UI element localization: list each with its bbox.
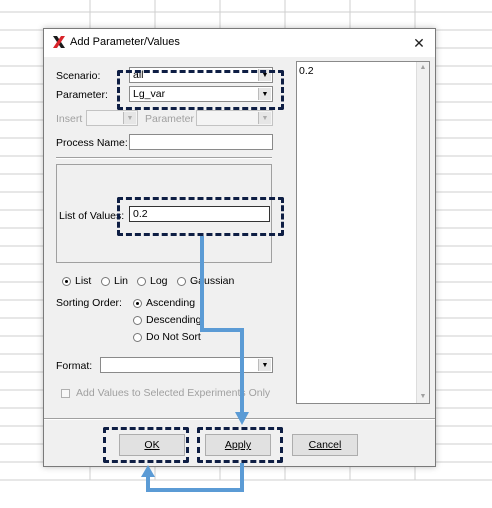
chevron-down-icon: ▼	[123, 112, 136, 124]
list-of-values-input[interactable]: 0.2	[129, 206, 270, 222]
arrow-to-ok	[146, 463, 244, 492]
radio-descending[interactable]	[133, 316, 142, 325]
radio-lin[interactable]	[101, 277, 110, 286]
list-item[interactable]: 0.2	[299, 65, 314, 77]
scenario-label: Scenario:	[56, 70, 101, 82]
chevron-down-icon: ▼	[258, 359, 271, 371]
scenario-dropdown[interactable]: all ▼	[129, 67, 273, 83]
add-parameter-dialog: Add Parameter/Values ✕ Scenario: all ▼ P…	[43, 28, 436, 467]
cancel-button[interactable]: Cancel	[292, 434, 358, 456]
add-values-checkbox-label: Add Values to Selected Experiments Only	[76, 387, 271, 399]
format-dropdown[interactable]: ▼	[100, 357, 273, 373]
insert-parameter-label: Parameter	[145, 113, 195, 125]
parameter-dropdown[interactable]: Lg_var ▼	[129, 86, 273, 102]
list-of-values-label: List of Values:	[59, 210, 125, 222]
insert-dropdown: ▼	[86, 110, 138, 126]
radio-log[interactable]	[137, 277, 146, 286]
ok-button[interactable]: OK	[119, 434, 185, 456]
values-listbox[interactable]: 0.2 ▲ ▼	[296, 61, 430, 404]
separator	[56, 157, 272, 159]
close-button[interactable]: ✕	[409, 33, 429, 53]
radio-lin-label: Lin	[114, 275, 129, 287]
radio-gaussian-label: Gaussian	[190, 275, 235, 287]
parameter-label: Parameter:	[56, 89, 108, 101]
radio-list[interactable]	[62, 277, 71, 286]
button-separator	[44, 418, 435, 420]
scroll-down-icon[interactable]: ▼	[419, 393, 427, 400]
radio-do-not-sort-label: Do Not Sort	[146, 331, 201, 343]
radio-log-label: Log	[150, 275, 168, 287]
chevron-down-icon: ▼	[258, 69, 271, 81]
sorting-order-label: Sorting Order:	[56, 297, 122, 309]
x-logo-icon	[53, 36, 65, 48]
values-group	[56, 164, 272, 263]
radio-gaussian[interactable]	[177, 277, 186, 286]
scroll-up-icon[interactable]: ▲	[419, 64, 427, 71]
process-name-label: Process Name:	[56, 137, 128, 149]
process-name-input[interactable]	[129, 134, 273, 150]
radio-ascending[interactable]	[133, 299, 142, 308]
dialog-title: Add Parameter/Values	[70, 36, 180, 48]
chevron-down-icon: ▼	[258, 112, 271, 124]
insert-label: Insert	[56, 113, 83, 125]
radio-ascending-label: Ascending	[146, 297, 196, 309]
insert-parameter-dropdown: ▼	[196, 110, 273, 126]
title-bar: Add Parameter/Values ✕	[44, 29, 435, 57]
apply-button[interactable]: Apply	[205, 434, 271, 456]
chevron-down-icon: ▼	[258, 88, 271, 100]
close-icon: ✕	[413, 35, 425, 51]
format-label: Format:	[56, 360, 93, 372]
radio-do-not-sort[interactable]	[133, 333, 142, 342]
radio-descending-label: Descending	[146, 314, 202, 326]
add-values-checkbox	[61, 389, 70, 398]
radio-list-label: List	[75, 275, 92, 287]
vertical-scrollbar[interactable]: ▲ ▼	[416, 62, 429, 403]
